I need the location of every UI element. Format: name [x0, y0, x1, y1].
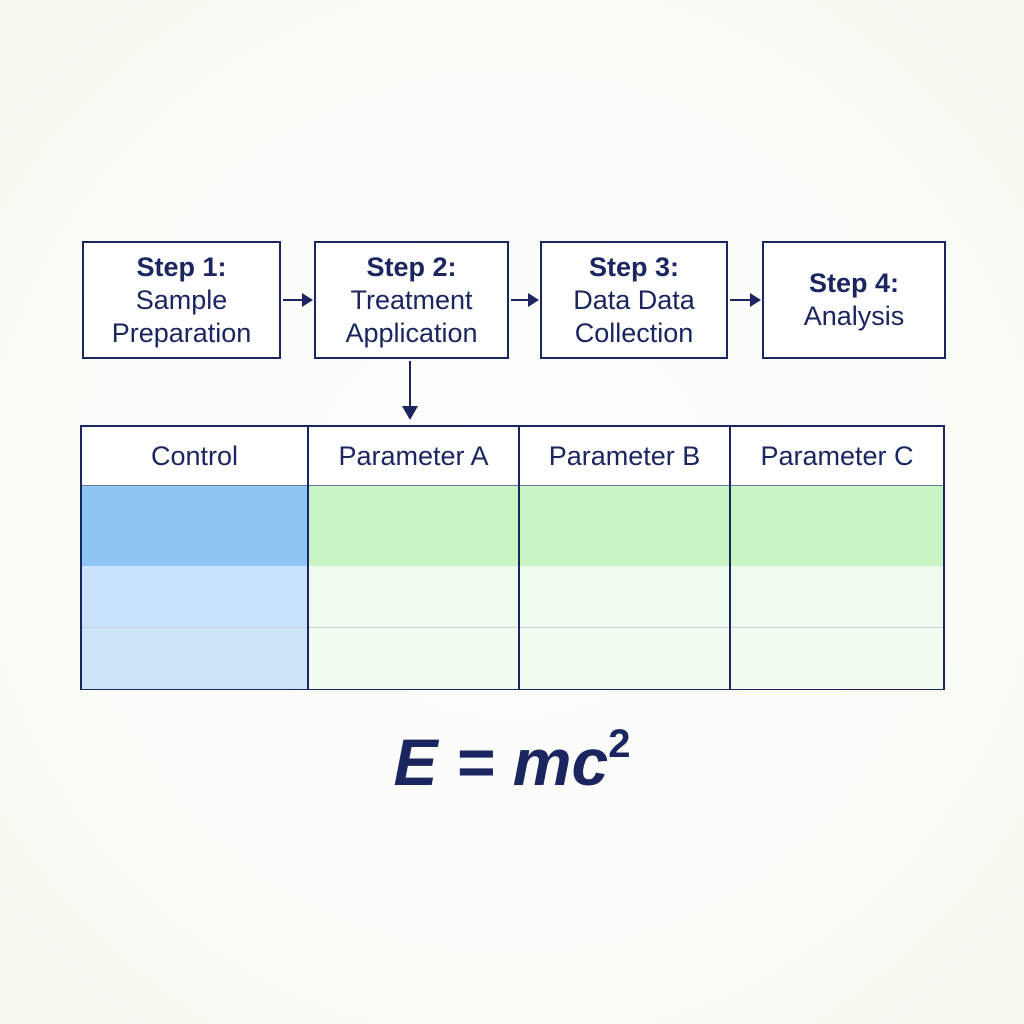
arrow-step2-to-step3 — [511, 293, 539, 307]
table-cell — [82, 486, 307, 566]
step-3-title-line2: Collection — [574, 317, 694, 348]
table-cell — [82, 628, 307, 689]
step-1-number: Step 1: — [136, 251, 227, 282]
table-column-control: Control — [82, 427, 307, 689]
table-cell — [731, 566, 943, 628]
table-cell — [309, 486, 518, 566]
table-header-parameter-c: Parameter C — [731, 427, 943, 486]
arrow-step1-to-step2 — [283, 293, 313, 307]
table-column-parameter-c: Parameter C — [729, 427, 943, 689]
table-cell — [82, 566, 307, 628]
step-3-number: Step 3: — [588, 251, 680, 282]
table-header-control: Control — [82, 427, 307, 486]
table-column-parameter-a: Parameter A — [307, 427, 518, 689]
table-cell — [520, 566, 729, 628]
step-2-title-line2: Application — [345, 317, 478, 348]
step-4-box: Step 4: Analysis — [762, 241, 946, 359]
step-1-box: Step 1: Sample Preparation — [82, 241, 281, 359]
step-4-title-line1: Analysis — [803, 301, 905, 331]
step-4-number: Step 4: — [808, 268, 900, 298]
table-cell — [731, 486, 943, 566]
arrow-step2-to-table — [402, 361, 418, 420]
table-cell — [309, 628, 518, 689]
formula: E = mc2 — [0, 722, 1024, 800]
table-cell — [309, 566, 518, 628]
step-1-title-line1: Sample — [135, 284, 228, 315]
step-3-box: Step 3: Data Data Collection — [540, 241, 728, 359]
parameter-table: Control Parameter A Parameter B Paramete… — [80, 425, 945, 690]
step-1-title-line2: Preparation — [111, 317, 252, 348]
step-3-title-line1: Data Data — [573, 284, 695, 315]
table-column-parameter-b: Parameter B — [518, 427, 729, 689]
formula-base: E = mc — [393, 725, 609, 799]
table-cell — [731, 628, 943, 689]
step-2-number: Step 2: — [366, 251, 457, 282]
table-header-parameter-b: Parameter B — [520, 427, 729, 486]
table-cell — [520, 486, 729, 566]
table-cell — [520, 628, 729, 689]
arrow-step3-to-step4 — [730, 293, 761, 307]
step-2-box: Step 2: Treatment Application — [314, 241, 509, 359]
step-2-title-line1: Treatment — [350, 284, 473, 315]
table-header-parameter-a: Parameter A — [309, 427, 518, 486]
formula-exponent: 2 — [608, 722, 631, 766]
